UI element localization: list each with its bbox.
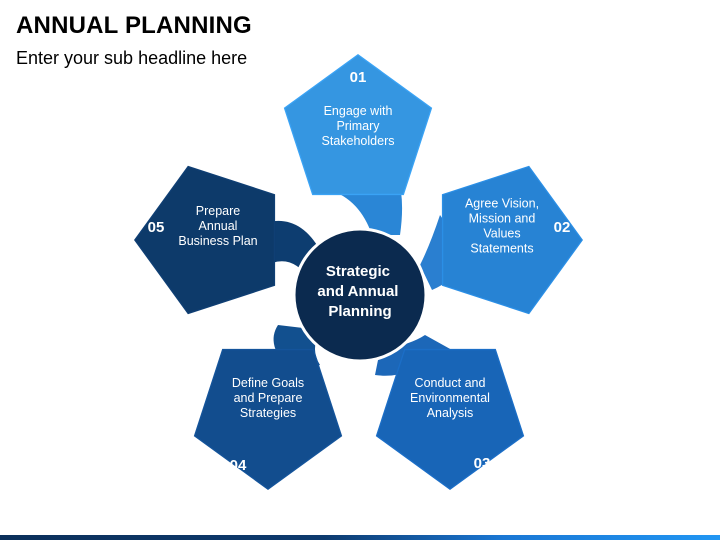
step-02-label-line: Mission and: [469, 212, 536, 226]
step-03-label-line: Conduct and: [415, 376, 486, 390]
step-05-label-line: Business Plan: [178, 234, 257, 248]
step-01-label-line: Primary: [336, 119, 380, 133]
page-title: ANNUAL PLANNING: [16, 12, 252, 39]
center-line-2: and Annual: [317, 283, 398, 300]
step-05-label-line: Annual: [199, 219, 238, 233]
step-01-label-line: Stakeholders: [322, 134, 395, 148]
step-02-number: 02: [554, 219, 571, 236]
center-label: Strategic and Annual Planning: [317, 263, 402, 320]
step-01-number: 01: [350, 69, 367, 86]
step-01-pentagon: [283, 54, 433, 196]
step-05-pentagon: [134, 165, 276, 315]
step-02-pentagon: [441, 165, 583, 315]
center-line-1: Strategic: [326, 263, 390, 280]
step-02-label-line: Agree Vision,: [465, 197, 539, 211]
page-subtitle: Enter your sub headline here: [16, 48, 248, 68]
step-03-number: 03: [474, 455, 491, 472]
center-line-3: Planning: [328, 303, 391, 320]
step-03-label-line: Analysis: [427, 406, 474, 420]
step-01-label-line: Engage with: [324, 104, 393, 118]
step-05-shade: [135, 167, 274, 313]
step-04-label-line: Strategies: [240, 406, 296, 420]
step-05-number: 05: [148, 219, 165, 236]
step-01-shade: [285, 55, 431, 194]
step-04-label-line: and Prepare: [234, 391, 303, 405]
step-04-pentagon: [193, 348, 343, 490]
step-04-label-line: Define Goals: [232, 376, 304, 390]
step-02-label-line: Values: [483, 227, 520, 241]
step-04-shade: [195, 350, 341, 489]
step-05-label-line: Prepare: [196, 204, 241, 218]
footer-bar: [0, 535, 720, 540]
step-03-label-line: Environmental: [410, 391, 490, 405]
step-02-shade: [443, 167, 582, 313]
step-04-number: 04: [230, 457, 247, 474]
step-03-pentagon: [375, 348, 525, 490]
step-03-shade: [377, 350, 523, 489]
center-circle: [292, 227, 428, 363]
step-02-label-line: Statements: [470, 242, 533, 256]
